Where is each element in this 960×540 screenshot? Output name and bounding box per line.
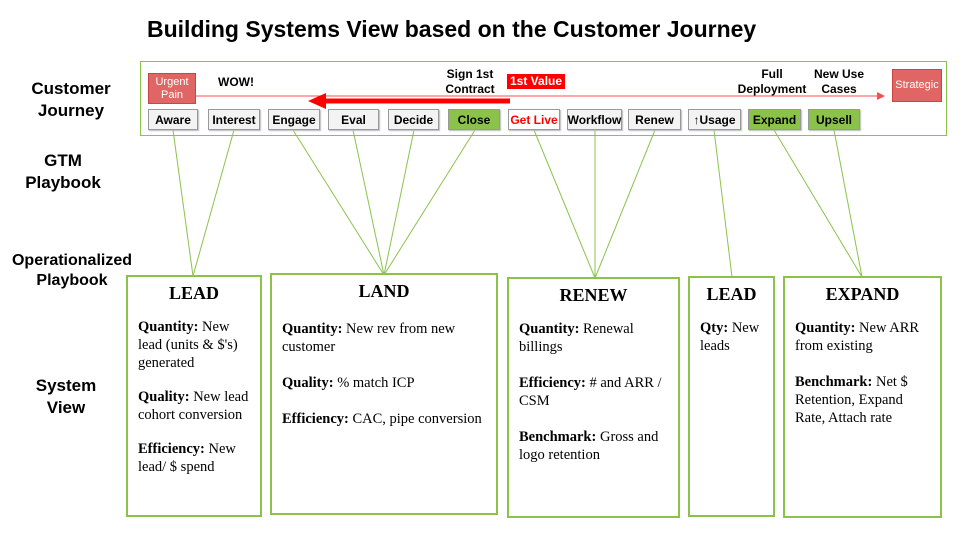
card-land: LAND Quantity: New rev from new customer… bbox=[270, 273, 498, 515]
card-item: Quality: % match ICP bbox=[282, 375, 415, 391]
card-item: Efficiency: New lead/ $ spend bbox=[138, 441, 236, 475]
milestone-new-use-cases: New Use Cases bbox=[813, 67, 865, 96]
card-expand: EXPAND Quantity: New ARR from existing B… bbox=[783, 276, 942, 518]
card-item: Qty: New leads bbox=[700, 320, 760, 354]
card-title: EXPAND bbox=[825, 284, 900, 304]
thick-red-arrowhead bbox=[308, 93, 326, 109]
card-lead-2: LEAD Qty: New leads bbox=[688, 276, 775, 517]
card-item: Benchmark: Gross and logo retention bbox=[519, 429, 659, 463]
milestone-sign-contract: Sign 1st Contract bbox=[445, 67, 495, 96]
card-item: Quantity: New rev from new customer bbox=[282, 321, 456, 355]
stage-interest: Interest bbox=[208, 109, 260, 130]
stage-engage: Engage bbox=[268, 109, 320, 130]
card-title: LAND bbox=[358, 281, 410, 301]
card-item: Benchmark: Net $ Retention, Expand Rate,… bbox=[795, 374, 908, 426]
card-item: Quantity: Renewal billings bbox=[519, 321, 634, 355]
stage-aware: Aware bbox=[148, 109, 198, 130]
card-item: Efficiency: CAC, pipe conversion bbox=[282, 411, 482, 427]
stage-decide: Decide bbox=[388, 109, 439, 130]
card-title: LEAD bbox=[168, 283, 219, 303]
stage-workflow: Workflow bbox=[567, 109, 622, 130]
card-title: RENEW bbox=[559, 285, 628, 305]
row-label-operationalized-playbook: Operationalized Playbook bbox=[11, 252, 133, 289]
stage-usage: ↑Usage bbox=[688, 109, 741, 130]
stage-expand: Expand bbox=[748, 109, 801, 130]
card-item: Quality: New lead cohort conversion bbox=[138, 389, 249, 423]
stage-eval: Eval bbox=[328, 109, 379, 130]
milestone-full-deployment: Full Deployment bbox=[737, 67, 807, 96]
stage-close: Close bbox=[448, 109, 500, 130]
stage-upsell: Upsell bbox=[808, 109, 860, 130]
milestone-first-value: 1st Value bbox=[507, 74, 566, 89]
card-item: Quantity: New ARR from existing bbox=[795, 320, 920, 354]
row-label-system-view: System View bbox=[35, 376, 97, 417]
customer-journey-panel bbox=[140, 61, 947, 136]
page-title: Building Systems View based on the Custo… bbox=[147, 16, 757, 42]
urgent-pain-box: Urgent Pain bbox=[148, 73, 196, 104]
stage-get-live: Get Live bbox=[508, 109, 560, 130]
card-item: Quantity: New lead (units & $'s) generat… bbox=[138, 319, 238, 371]
funnel-lines bbox=[172, 129, 863, 279]
strategic-box: Strategic bbox=[892, 69, 942, 102]
stage-renew: Renew bbox=[628, 109, 681, 130]
journey-timeline-arrowhead bbox=[877, 92, 885, 100]
milestone-wow: WOW! bbox=[218, 75, 254, 89]
card-renew: RENEW Quantity: Renewal billings Efficie… bbox=[507, 277, 680, 518]
card-lead: LEAD Quantity: New lead (units & $'s) ge… bbox=[126, 275, 262, 517]
card-title: LEAD bbox=[706, 284, 757, 304]
row-label-gtm-playbook: GTM Playbook bbox=[25, 151, 101, 192]
card-item: Efficiency: # and ARR / CSM bbox=[519, 375, 662, 409]
row-label-customer-journey: Customer Journey bbox=[31, 79, 111, 120]
